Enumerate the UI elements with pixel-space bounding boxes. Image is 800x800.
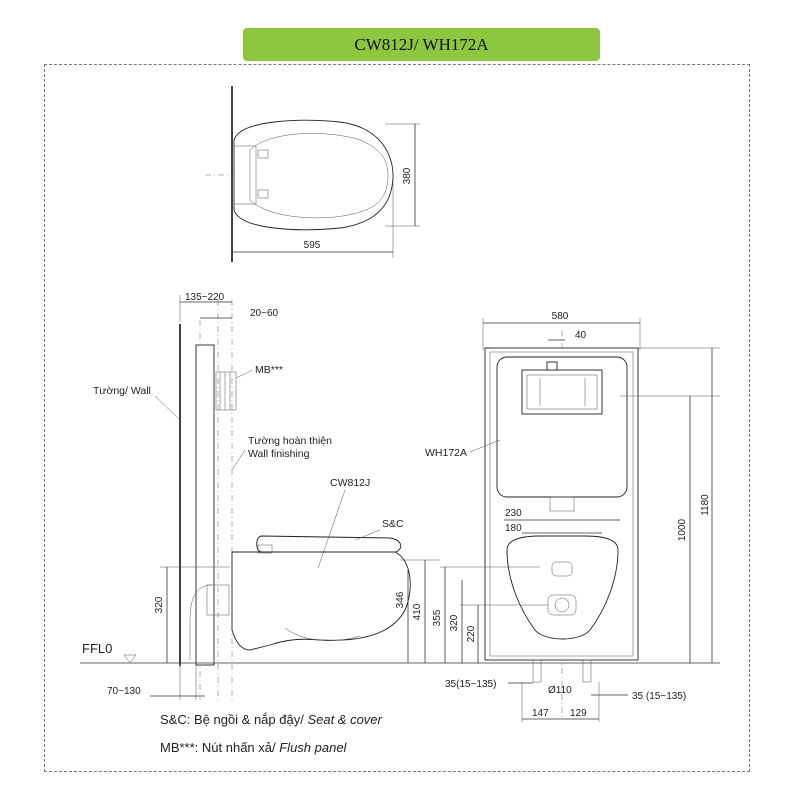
legend-mb-vi: MB***: Nút nhấn xả/ bbox=[160, 740, 280, 755]
label-mb: MB*** bbox=[255, 364, 283, 376]
dim-355: 355 bbox=[432, 609, 443, 626]
dim-410: 410 bbox=[412, 603, 423, 620]
dim-147: 147 bbox=[532, 708, 549, 719]
top-bowl-outline bbox=[233, 119, 394, 231]
label-wall-finishing-en: Wall finishing bbox=[248, 448, 310, 460]
dim-110: Ø110 bbox=[548, 685, 572, 696]
flush-panel-mb bbox=[215, 371, 237, 411]
top-hinge-block bbox=[233, 145, 257, 205]
dim-135-220: 135~220 bbox=[185, 292, 225, 303]
top-view: 380 595 bbox=[205, 86, 420, 262]
dim-70-130: 70~130 bbox=[107, 686, 141, 697]
dim-129: 129 bbox=[570, 708, 587, 719]
dim-20-60: 20~60 bbox=[250, 308, 279, 319]
legend-sc: S&C: Bệ ngồi & nắp đậy/ Seat & cover bbox=[160, 712, 382, 727]
legend-sc-vi: S&C: Bệ ngồi & nắp đậy/ bbox=[160, 712, 308, 727]
side-bowl bbox=[231, 551, 411, 651]
label-wall: Tường/ Wall bbox=[93, 385, 151, 397]
dim-35-right: 35 (15~135) bbox=[632, 691, 686, 702]
front-view: 580 40 WH172A 230 180 1000 bbox=[425, 311, 720, 722]
legend-sc-en: Seat & cover bbox=[307, 712, 382, 727]
dim-595: 595 bbox=[304, 240, 321, 251]
label-cw812j: CW812J bbox=[330, 477, 370, 489]
dim-380: 380 bbox=[402, 167, 413, 184]
front-flush-panel bbox=[521, 369, 603, 415]
dim-side-320: 320 bbox=[154, 596, 165, 613]
dim-1180: 1180 bbox=[700, 494, 711, 516]
title-banner: CW812J/ WH172A bbox=[243, 28, 600, 61]
drawing-frame bbox=[44, 64, 750, 772]
top-hinge-left bbox=[257, 149, 269, 159]
label-wh172a: WH172A bbox=[425, 447, 467, 459]
dim-40: 40 bbox=[575, 330, 587, 341]
top-hinge-right bbox=[257, 189, 269, 199]
dim-front-320: 320 bbox=[449, 614, 460, 631]
legend-mb-en: Flush panel bbox=[279, 740, 347, 755]
dim-346: 346 bbox=[395, 591, 406, 608]
dim-180: 180 bbox=[505, 523, 522, 534]
dim-220: 220 bbox=[466, 625, 477, 642]
dim-35-left: 35(15~135) bbox=[445, 679, 496, 690]
side-seat-cover bbox=[256, 535, 402, 553]
label-wall-finishing-vi: Tường hoàn thiện bbox=[248, 435, 332, 447]
page-title: CW812J/ WH172A bbox=[354, 34, 489, 54]
front-bowl bbox=[506, 535, 619, 640]
side-outlet-pipe bbox=[206, 584, 230, 616]
dim-1000: 1000 bbox=[677, 518, 688, 541]
top-seat-outline bbox=[249, 133, 389, 219]
side-view: 135~220 20~60 MB*** Tường/ Wall Tường ho… bbox=[80, 292, 720, 700]
label-ffl0: FFL0 bbox=[82, 641, 112, 656]
label-sc: S&C bbox=[382, 518, 404, 530]
side-frame bbox=[195, 344, 215, 666]
legend-mb: MB***: Nút nhấn xả/ Flush panel bbox=[160, 740, 346, 755]
dim-230: 230 bbox=[505, 508, 522, 519]
dim-580: 580 bbox=[552, 311, 569, 322]
